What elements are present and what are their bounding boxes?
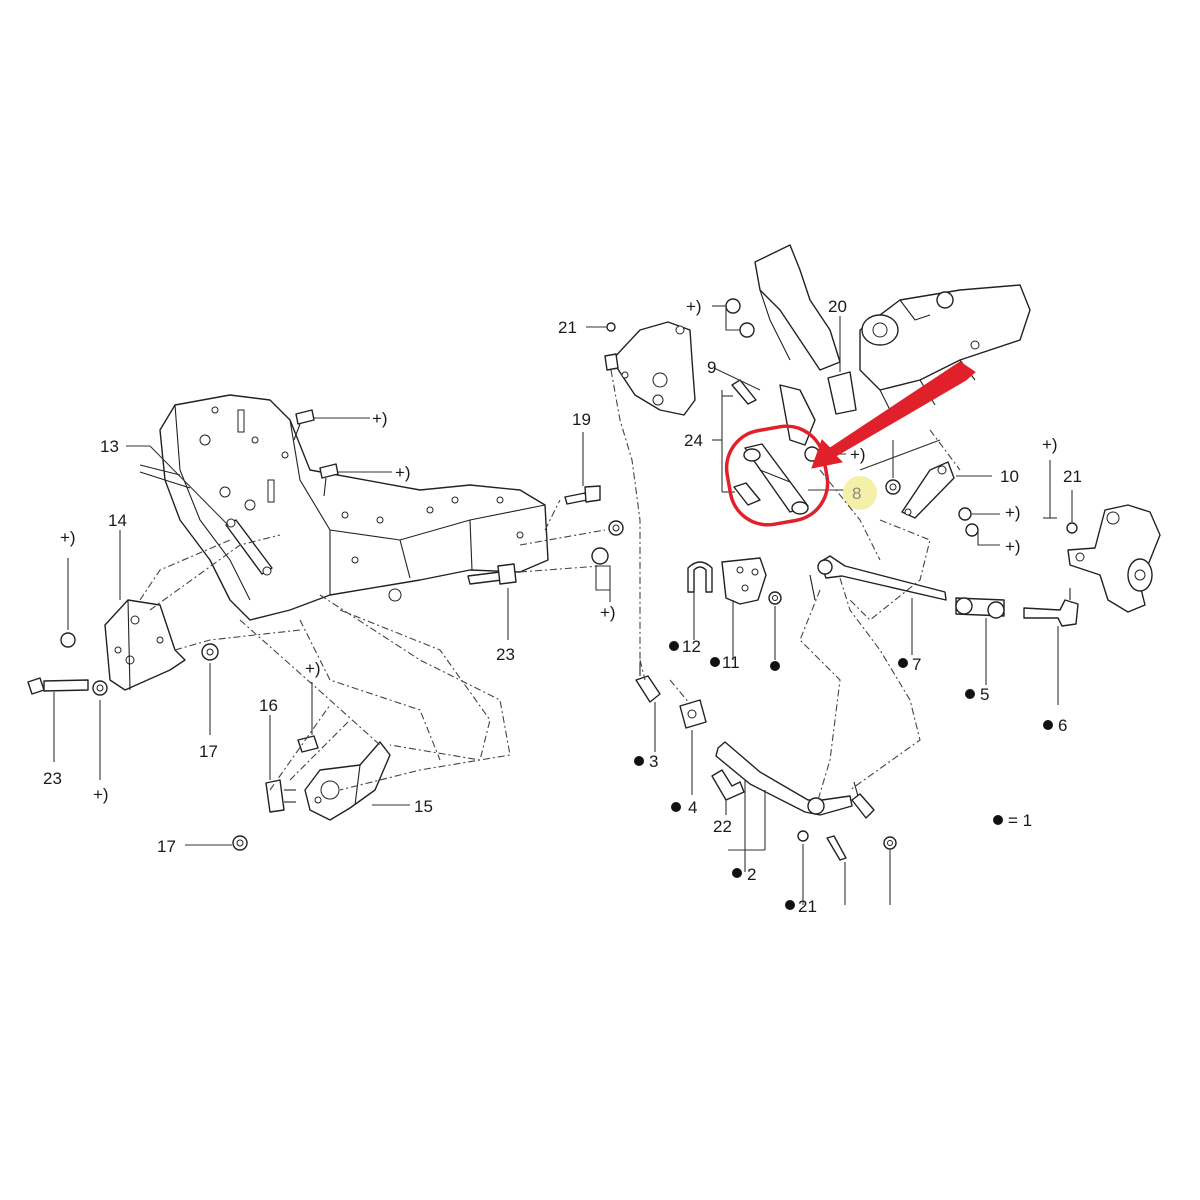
assembly-lines-left xyxy=(139,499,606,791)
plus-marker: +) xyxy=(60,528,76,547)
label-10: 10 xyxy=(1000,467,1019,486)
ball-joint-3 xyxy=(635,662,661,752)
steering-gear-bracket xyxy=(586,321,696,660)
chassis-upper-right xyxy=(712,244,1031,446)
label-17-lower: 17 xyxy=(157,837,176,856)
label-21-right: 21 xyxy=(1063,467,1082,486)
label-4: 4 xyxy=(688,798,697,817)
label-7: 7 xyxy=(912,655,921,674)
tie-rod-end-6 xyxy=(1023,588,1079,705)
plus-markers: +) +) +) +) +) +) +) +) +) +) +) xyxy=(60,297,1058,804)
lower-fasteners xyxy=(797,830,897,905)
label-17-upper: 17 xyxy=(199,742,218,761)
label-20: 20 xyxy=(828,297,847,316)
centre-fasteners xyxy=(467,432,624,640)
label-16: 16 xyxy=(259,696,278,715)
assembly-lines-right xyxy=(639,429,961,801)
label-22: 22 xyxy=(713,817,732,836)
bracket-15 xyxy=(185,682,410,851)
label-leaders xyxy=(721,390,941,471)
label-23-left: 23 xyxy=(43,769,62,788)
plus-marker: +) xyxy=(850,445,866,464)
label-9: 9 xyxy=(707,358,716,377)
label-8-highlight xyxy=(843,476,877,510)
steering-knuckle xyxy=(1043,460,1161,613)
label-11: 11 xyxy=(722,653,740,672)
label-23-centre: 23 xyxy=(496,645,515,664)
plus-marker: +) xyxy=(305,659,321,678)
label-8: 8 xyxy=(852,484,861,503)
bracket-14 xyxy=(104,530,186,691)
label-2: 2 xyxy=(747,865,756,884)
label-14: 14 xyxy=(108,511,127,530)
label-12: 12 xyxy=(682,637,701,656)
plus-marker: +) xyxy=(1042,435,1058,454)
label-15: 15 xyxy=(414,797,433,816)
label-6: 6 xyxy=(1058,716,1067,735)
plus-marker: +) xyxy=(600,603,616,622)
tie-rod-7 xyxy=(809,555,947,655)
adjuster-sleeve-5 xyxy=(955,597,1005,685)
label-21-bottom: 21 xyxy=(798,897,817,916)
label-5: 5 xyxy=(980,685,989,704)
clip-22 xyxy=(711,769,745,815)
label-21-top: 21 xyxy=(558,318,577,337)
highlight-ring xyxy=(724,424,830,527)
label-19: 19 xyxy=(572,410,591,429)
plus-marker: +) xyxy=(372,409,388,428)
plus-marker: +) xyxy=(686,297,702,316)
plus-marker: +) xyxy=(1005,537,1021,556)
label-3: 3 xyxy=(649,752,658,771)
left-fasteners xyxy=(27,558,219,780)
bullet-markers xyxy=(634,641,1053,910)
part-labels: 13 14 23 17 16 15 17 23 19 21 9 20 24 8 … xyxy=(43,297,1082,916)
plus-marker: +) xyxy=(93,785,109,804)
pitman-arm-10 xyxy=(885,440,1000,546)
drag-link-2 xyxy=(715,741,875,872)
frame-bolts xyxy=(293,409,392,497)
clamp-plate-group xyxy=(687,557,782,660)
frame-assembly xyxy=(139,394,549,621)
label-legend-1: = 1 xyxy=(1008,811,1032,830)
highlight-arrow xyxy=(811,361,976,469)
plus-marker: +) xyxy=(395,463,411,482)
plus-marker: +) xyxy=(1005,503,1021,522)
clamp-4 xyxy=(679,699,707,795)
label-13: 13 xyxy=(100,437,119,456)
label-24: 24 xyxy=(684,431,703,450)
highlight-callout xyxy=(724,361,976,527)
